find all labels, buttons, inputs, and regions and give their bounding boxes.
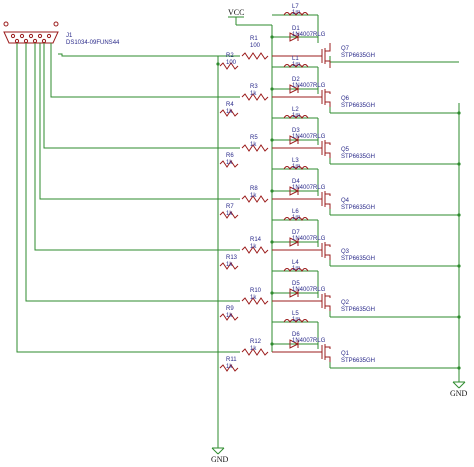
fet-part: STP6635GH (341, 256, 375, 262)
mosfets (272, 43, 331, 362)
inductor-value: 1m (292, 317, 300, 323)
pull-resistor-ref: R13 (226, 255, 238, 261)
gate-resistors (241, 52, 269, 356)
diode-part: 1N4007RLG (292, 236, 326, 242)
signal-wires (16, 43, 240, 353)
gate-resistor-ref: R14 (250, 237, 262, 243)
stage-q1 (272, 321, 459, 369)
gate-resistor-ref: R3 (250, 84, 258, 90)
inductor-value: 1m (292, 10, 300, 16)
pull-resistor-value: 100 (226, 60, 237, 66)
diode-ref: D7 (292, 230, 300, 236)
inductor-ref: L1 (292, 56, 299, 62)
gate-resistor-ref: R1 (250, 36, 258, 42)
fet-part: STP6635GH (341, 53, 375, 59)
pull-resistor-ref: R9 (226, 306, 234, 312)
fet-ref: Q6 (341, 96, 350, 102)
inductors (283, 12, 309, 323)
fet-ref: Q3 (341, 249, 350, 255)
gate-resistor-value: 1k (250, 91, 257, 97)
connector-part: DS1034-09FUNS44 (66, 40, 120, 46)
pulldown-resistors (219, 62, 239, 372)
diode-part: 1N4007RLG (292, 134, 326, 140)
gate-resistor-ref: R12 (250, 339, 262, 345)
pull-resistor-ref: R11 (226, 357, 237, 363)
pull-resistor-value: 1k (226, 160, 233, 166)
fet-ref: Q4 (341, 198, 350, 204)
pull-resistor-ref: R4 (226, 102, 234, 108)
fet-part: STP6635GH (341, 103, 375, 109)
gnd-label-left: GND (211, 455, 229, 464)
ground-symbol-right (452, 381, 466, 389)
diode-part: 1N4007RLG (292, 185, 326, 191)
diode-ref: D6 (292, 332, 300, 338)
diode-ref: D3 (292, 128, 300, 134)
inductor-value: 1m (292, 266, 300, 272)
diode-part: 1N4007RLG (292, 83, 326, 89)
pull-resistor-ref: R2 (226, 53, 234, 59)
inductor-ref: L6 (292, 209, 299, 215)
pull-resistor-value: 1k (226, 364, 233, 370)
gate-resistor-ref: R8 (250, 186, 258, 192)
diode-ref: D4 (292, 179, 300, 185)
inductor-value: 1m (292, 62, 300, 68)
gate-resistor-value: 1k (250, 244, 257, 250)
pull-resistor-ref: R6 (226, 153, 234, 159)
inductor-value: 1m (292, 215, 300, 221)
gate-resistor-value: 1k (250, 295, 257, 301)
pull-resistor-ref: R7 (226, 204, 234, 210)
fet-ref: Q7 (341, 46, 350, 52)
vcc-label: VCC (228, 8, 244, 17)
diode-ref: D1 (292, 26, 300, 32)
pull-resistor-value: 1k (226, 109, 233, 115)
fet-ref: Q1 (341, 351, 350, 357)
fet-part: STP6635GH (341, 154, 375, 160)
gate-resistor-ref: R10 (250, 288, 262, 294)
connector-j1 (3, 21, 59, 44)
fet-ref: Q5 (341, 147, 350, 153)
gate-resistor-value: 1k (250, 346, 257, 352)
diode-ref: D5 (292, 281, 300, 287)
fet-ref: Q2 (341, 300, 350, 306)
stage-q6 (272, 66, 459, 114)
inductor-ref: L4 (292, 260, 299, 266)
stage-q4 (272, 168, 459, 216)
diode-ref: D2 (292, 77, 300, 83)
connector-ref: J1 (66, 33, 73, 39)
inductor-value: 1m (292, 113, 300, 119)
diode-part: 1N4007RLG (292, 32, 326, 38)
pull-resistor-value: 1k (226, 313, 233, 319)
stage-q2 (272, 270, 459, 318)
pull-resistor-value: 1k (226, 211, 233, 217)
gate-resistor-value: 100 (250, 43, 261, 49)
inductor-ref: L5 (292, 311, 299, 317)
pull-resistor-value: 1k (226, 262, 233, 268)
fet-part: STP6635GH (341, 205, 375, 211)
stage-q3 (272, 219, 459, 267)
gate-resistor-value: 1k (250, 142, 257, 148)
inductor-ref: L7 (292, 4, 299, 10)
gnd-label-right: GND (450, 389, 468, 398)
diode-part: 1N4007RLG (292, 287, 326, 293)
inductor-ref: L2 (292, 107, 299, 113)
ground-symbol-left (211, 447, 225, 455)
stage-q5 (272, 117, 459, 165)
gate-resistor-value: 1k (250, 193, 257, 199)
inductor-value: 1m (292, 164, 300, 170)
inductor-ref: L3 (292, 158, 299, 164)
gate-resistor-ref: R5 (250, 135, 258, 141)
diodes (289, 32, 300, 349)
fet-part: STP6635GH (341, 307, 375, 313)
diode-part: 1N4007RLG (292, 338, 326, 344)
junction-dots (216, 35, 461, 370)
stage-q7 (217, 14, 459, 64)
fet-part: STP6635GH (341, 358, 375, 364)
